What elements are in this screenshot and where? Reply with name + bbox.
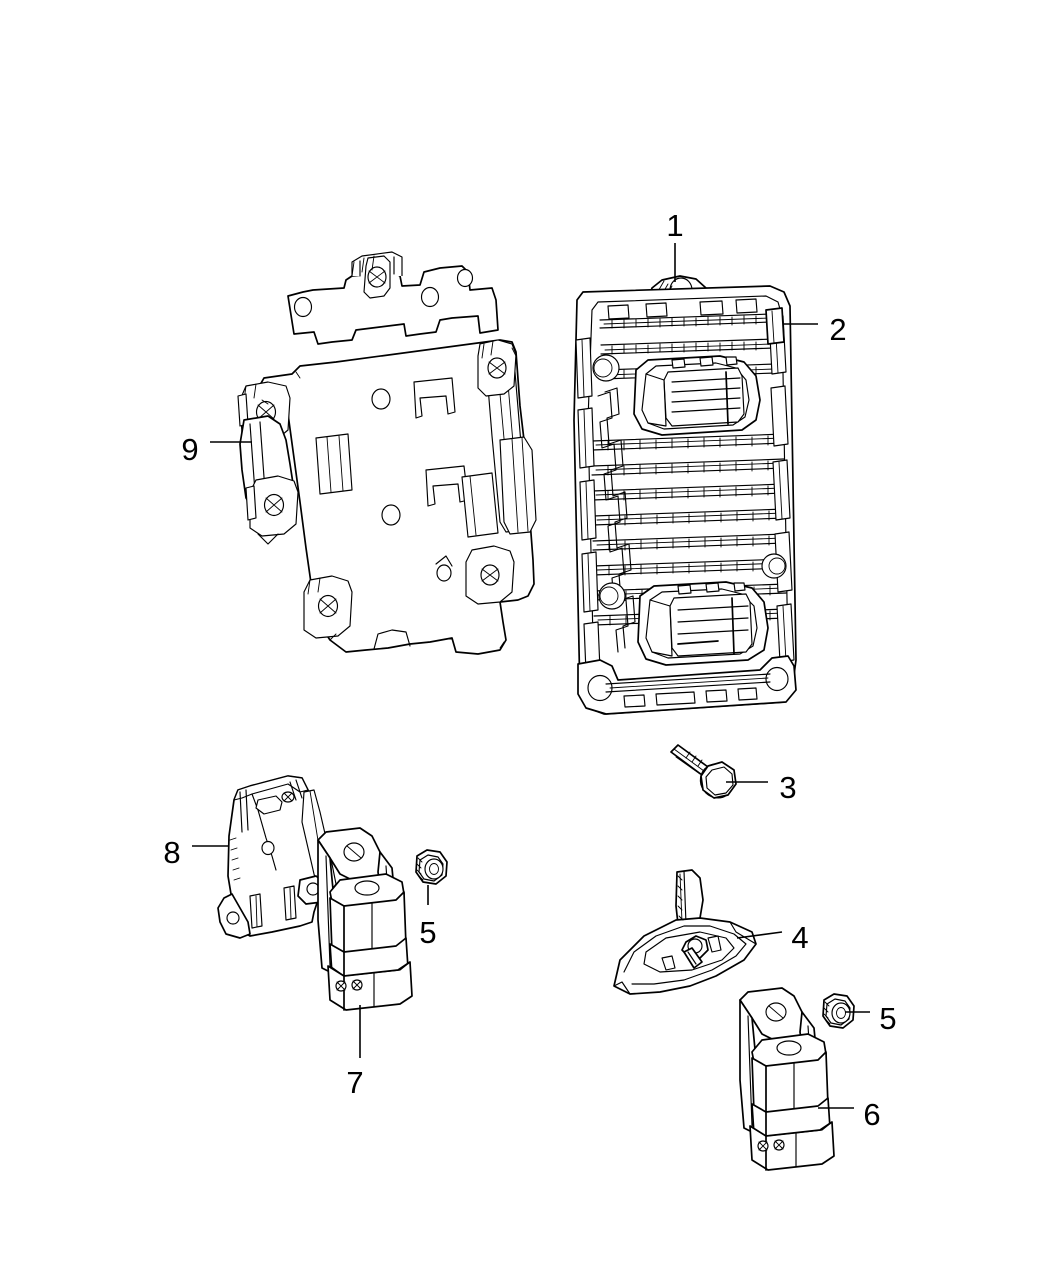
ecm-upper-connector	[633, 355, 761, 436]
callout-number-9[interactable]: 9	[181, 432, 198, 467]
part-6-module-right	[739, 987, 835, 1171]
callout-layer: 1 2 3 4 5 5 6 7 8 9	[163, 208, 896, 1132]
part-5-hex-flange-nut-right	[822, 993, 855, 1029]
callout-number-8[interactable]: 8	[163, 835, 180, 870]
callout-2-group: 2	[783, 312, 847, 347]
callout-5-group: 5	[419, 885, 437, 950]
part-9-mounting-plate	[237, 251, 537, 655]
callout-9-group: 9	[181, 432, 252, 467]
callout-number-2[interactable]: 2	[829, 312, 846, 347]
ecm-lower-connector	[637, 581, 769, 666]
callout-number-5[interactable]: 5	[879, 1001, 896, 1036]
callout-number-7[interactable]: 7	[346, 1065, 363, 1100]
callout-number-3[interactable]: 3	[779, 770, 796, 805]
part-2-retaining-clip	[765, 307, 785, 345]
callout-number-1[interactable]: 1	[666, 208, 683, 243]
callout-7-group: 7	[346, 1005, 364, 1100]
callout-1-group: 1	[666, 208, 684, 282]
callout-8-group: 8	[163, 835, 228, 870]
callout-4-group: 4	[736, 920, 809, 955]
part-1-engine-control-module	[573, 275, 797, 715]
part-5-hex-flange-nut-left	[415, 849, 448, 885]
part-3-hex-flange-bolt	[670, 744, 737, 799]
callout-number-5[interactable]: 5	[419, 915, 436, 950]
callout-5-group: 5	[845, 1001, 897, 1036]
callout-6-group: 6	[818, 1097, 881, 1132]
callout-number-4[interactable]: 4	[791, 920, 808, 955]
callout-number-6[interactable]: 6	[863, 1097, 880, 1132]
ecm-left-edge-tabs	[575, 337, 636, 673]
part-4-sensor-mounting-bracket	[613, 869, 757, 995]
callout-3-group: 3	[726, 770, 797, 805]
callout-leader-4	[736, 931, 783, 939]
part-7-module-left	[317, 827, 413, 1011]
